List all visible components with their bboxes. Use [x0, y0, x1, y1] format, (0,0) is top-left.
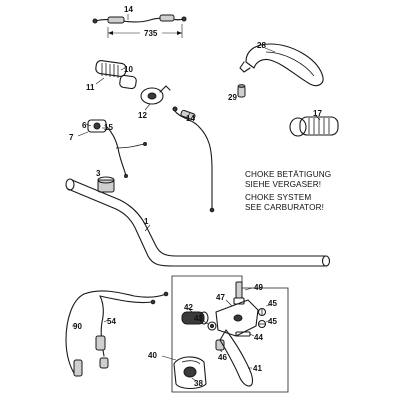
throttle-cable-14 — [92, 14, 187, 24]
callout-49: 49 — [254, 283, 263, 292]
callout-29: 29 — [228, 93, 237, 102]
callout-41: 41 — [253, 364, 262, 373]
choke-note: CHOKE BETÄTIGUNG SIEHE VERGASER! CHOKE S… — [245, 169, 331, 212]
lever-perch-47 — [215, 299, 259, 337]
screw-43 — [207, 321, 217, 331]
callout-47: 47 — [216, 293, 225, 302]
callout-7: 7 — [69, 133, 74, 142]
callout-40: 40 — [148, 351, 157, 360]
callout-6: 6 — [82, 121, 87, 130]
choke-note-de-line1: CHOKE BETÄTIGUNG — [245, 169, 331, 179]
kill-switch-15 — [87, 119, 147, 178]
hand-guard-28 — [239, 43, 324, 87]
callout-46: 46 — [218, 353, 227, 362]
callout-14-middle: 14 — [186, 114, 195, 123]
clutch-lever-41 — [219, 329, 254, 387]
clamp-42 — [181, 311, 209, 325]
callout-10: 10 — [124, 65, 133, 74]
sleeve-29 — [237, 84, 246, 98]
callout-28: 28 — [257, 41, 266, 50]
clutch-assembly-frame — [171, 275, 289, 393]
hot-start-cable-54 — [95, 295, 156, 369]
choke-note-en-line2: SEE CARBURATOR! — [245, 203, 324, 212]
callout-17: 17 — [313, 109, 322, 118]
throttle-cable-14-lower — [172, 106, 215, 213]
callout-12: 12 — [138, 111, 147, 120]
callout-90: 90 — [73, 322, 82, 331]
throttle-housing-12 — [140, 85, 171, 105]
dimension-735: 735 — [144, 29, 158, 38]
screw-45-upper — [257, 307, 267, 317]
callout-15: 15 — [104, 123, 113, 132]
callout-45-lower: 45 — [268, 317, 277, 326]
callout-14-top: 14 — [124, 5, 133, 14]
right-grip-17 — [289, 116, 339, 137]
screw-45-lower — [257, 319, 267, 329]
clutch-cable-90 — [65, 290, 169, 377]
callout-43: 43 — [194, 314, 203, 323]
callout-38: 38 — [194, 379, 203, 388]
callout-11: 11 — [86, 83, 95, 92]
hot-start-unit-38 — [173, 356, 207, 390]
choke-note-en-line1: CHOKE SYSTEM — [245, 193, 311, 202]
callout-54: 54 — [107, 317, 116, 326]
callout-45-upper: 45 — [268, 299, 277, 308]
callout-42: 42 — [184, 303, 193, 312]
callout-44: 44 — [254, 333, 263, 342]
callout-3: 3 — [96, 169, 101, 178]
left-grip-10 — [95, 60, 137, 90]
callout-1: 1 — [144, 217, 149, 226]
spacer-3 — [97, 176, 115, 193]
handlebar-1 — [65, 178, 331, 267]
cable-length-dimension — [107, 24, 183, 38]
choke-note-de-line2: SIEHE VERGASER! — [245, 180, 321, 189]
cable-adjuster-49 — [233, 281, 245, 305]
